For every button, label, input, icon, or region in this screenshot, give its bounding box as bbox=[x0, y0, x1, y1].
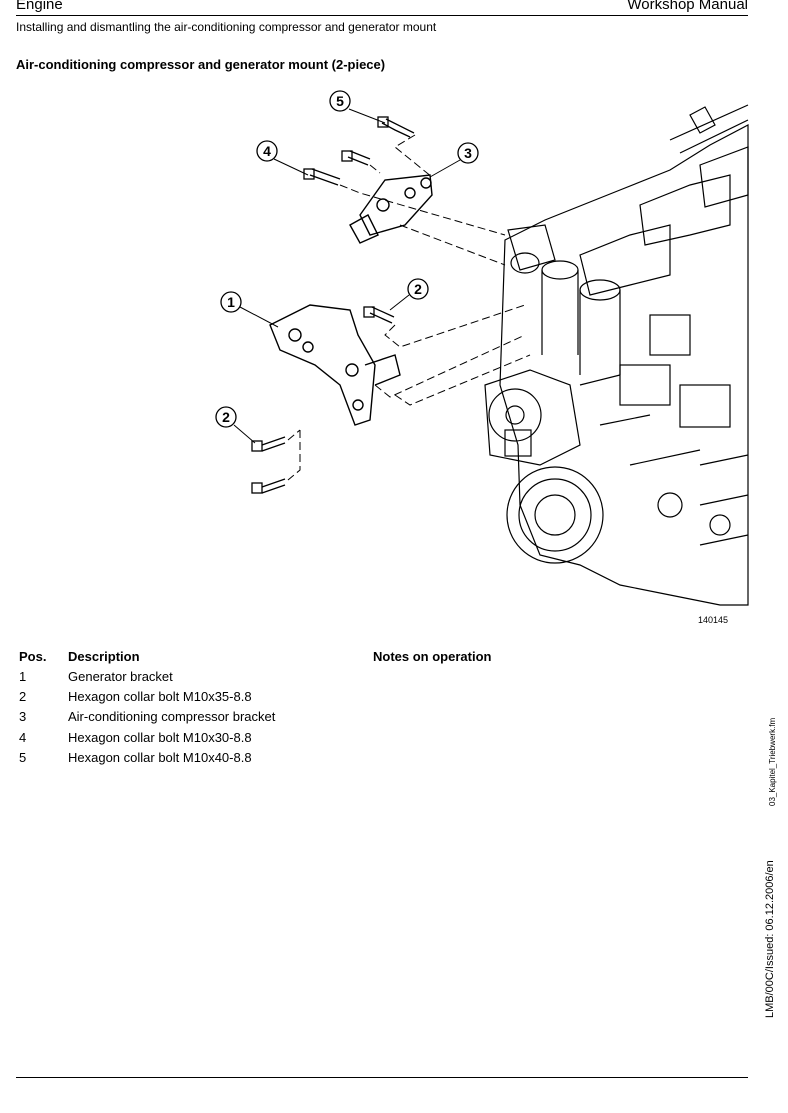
row-pos: 4 bbox=[19, 730, 27, 745]
bolt-2-upper-head bbox=[363, 306, 375, 318]
table-row: 1 Generator bracket bbox=[0, 669, 400, 689]
bolt-2-lower-a-head bbox=[251, 440, 263, 452]
callout-label-2-upper: 2 bbox=[414, 281, 422, 297]
row-pos: 3 bbox=[19, 709, 27, 724]
manifold-block-1 bbox=[619, 364, 671, 406]
engine-block-outline bbox=[499, 124, 749, 606]
page-subtitle: Installing and dismantling the air-condi… bbox=[16, 20, 437, 34]
row-description: Hexagon collar bolt M10x30-8.8 bbox=[68, 730, 252, 745]
header-divider bbox=[16, 15, 748, 16]
top-pipe bbox=[669, 104, 749, 154]
callout-circle-2-upper bbox=[407, 278, 429, 300]
callout-label-5: 5 bbox=[336, 93, 344, 109]
filter-body-2 bbox=[579, 290, 621, 375]
filter-cap-1 bbox=[541, 260, 579, 280]
crank-pulley-mid bbox=[518, 478, 592, 552]
column-header-description: Description bbox=[68, 649, 140, 664]
valve-cover-2 bbox=[639, 174, 731, 246]
row-pos: 1 bbox=[19, 669, 27, 684]
bolt-4-head bbox=[303, 168, 315, 180]
row-description: Generator bracket bbox=[68, 669, 173, 684]
callout-circle-5 bbox=[329, 90, 351, 112]
callout-leaders bbox=[233, 108, 461, 444]
tensioner bbox=[504, 429, 532, 457]
callout-label-1: 1 bbox=[227, 294, 235, 310]
exploded-view-figure: 5 4 3 1 2 2 bbox=[200, 85, 760, 630]
sidebar-issue-info: LMB/00C/Issued: 06.12.2006/en bbox=[764, 860, 776, 1018]
oil-port bbox=[657, 492, 683, 518]
valve-cover-1 bbox=[579, 224, 671, 296]
manifold-block-2 bbox=[679, 384, 731, 428]
assembly-lines bbox=[287, 134, 531, 481]
engine-detail-lines bbox=[579, 374, 701, 466]
bolt-5-head bbox=[377, 116, 389, 128]
figure-number: 140145 bbox=[698, 615, 729, 625]
mount-flange-bore bbox=[510, 252, 540, 274]
engine-drawing: 5 4 3 1 2 2 bbox=[215, 90, 749, 606]
bolt-5 bbox=[381, 118, 415, 138]
table-row: 4 Hexagon collar bolt M10x30-8.8 bbox=[0, 730, 400, 750]
bolt-4 bbox=[309, 168, 341, 186]
idler-pulley bbox=[488, 388, 542, 442]
mount-flange bbox=[507, 224, 556, 271]
table-row: 5 Hexagon collar bolt M10x40-8.8 bbox=[0, 750, 400, 770]
bolt-2-lower-b-head bbox=[251, 482, 263, 494]
section-title: Air-conditioning compressor and generato… bbox=[16, 57, 386, 72]
row-pos: 2 bbox=[19, 689, 27, 704]
sidebar-filename: 03_Kapitel_Triebwerk.fm bbox=[768, 717, 777, 806]
bolt-2-lower-b bbox=[261, 478, 286, 494]
table-row: 2 Hexagon collar bolt M10x35-8.8 bbox=[0, 689, 400, 709]
coolant-port bbox=[709, 514, 731, 536]
valve-cover-3 bbox=[699, 146, 749, 208]
callout-label-3: 3 bbox=[464, 145, 472, 161]
row-description: Air-conditioning compressor bracket bbox=[68, 709, 276, 724]
footer-divider bbox=[16, 1077, 748, 1078]
ac-compressor-bracket bbox=[349, 174, 433, 244]
callout-circle-2-lower bbox=[215, 406, 237, 428]
idler-hub bbox=[505, 405, 525, 425]
table-row: 3 Air-conditioning compressor bracket bbox=[0, 709, 400, 729]
generator-bracket bbox=[269, 304, 401, 426]
manifold-block-3 bbox=[649, 314, 691, 356]
header-manual-title: Workshop Manual bbox=[627, 0, 748, 13]
timing-cover bbox=[484, 369, 581, 466]
row-description: Hexagon collar bolt M10x35-8.8 bbox=[68, 689, 252, 704]
callout-label-2-lower: 2 bbox=[222, 409, 230, 425]
callout-circle-4 bbox=[256, 140, 278, 162]
filter-cap-2 bbox=[579, 279, 621, 301]
bolt-4b bbox=[347, 150, 371, 166]
callout-label-4: 4 bbox=[263, 143, 271, 159]
bolt-4b-head bbox=[341, 150, 353, 162]
column-header-notes: Notes on operation bbox=[373, 649, 492, 664]
callouts: 5 4 3 1 2 2 bbox=[215, 90, 479, 428]
row-description: Hexagon collar bolt M10x40-8.8 bbox=[68, 750, 252, 765]
header-chapter: Engine bbox=[16, 0, 63, 13]
column-header-pos: Pos. bbox=[19, 649, 47, 664]
top-fitting bbox=[689, 106, 716, 134]
filter-body-1 bbox=[541, 270, 579, 355]
bolt-2-lower-a bbox=[261, 436, 286, 452]
row-pos: 5 bbox=[19, 750, 27, 765]
block-ribs bbox=[699, 454, 749, 546]
crank-pulley-hub bbox=[534, 494, 576, 536]
callout-circle-1 bbox=[220, 291, 242, 313]
callout-circle-3 bbox=[457, 142, 479, 164]
crank-pulley-outer bbox=[506, 466, 604, 564]
